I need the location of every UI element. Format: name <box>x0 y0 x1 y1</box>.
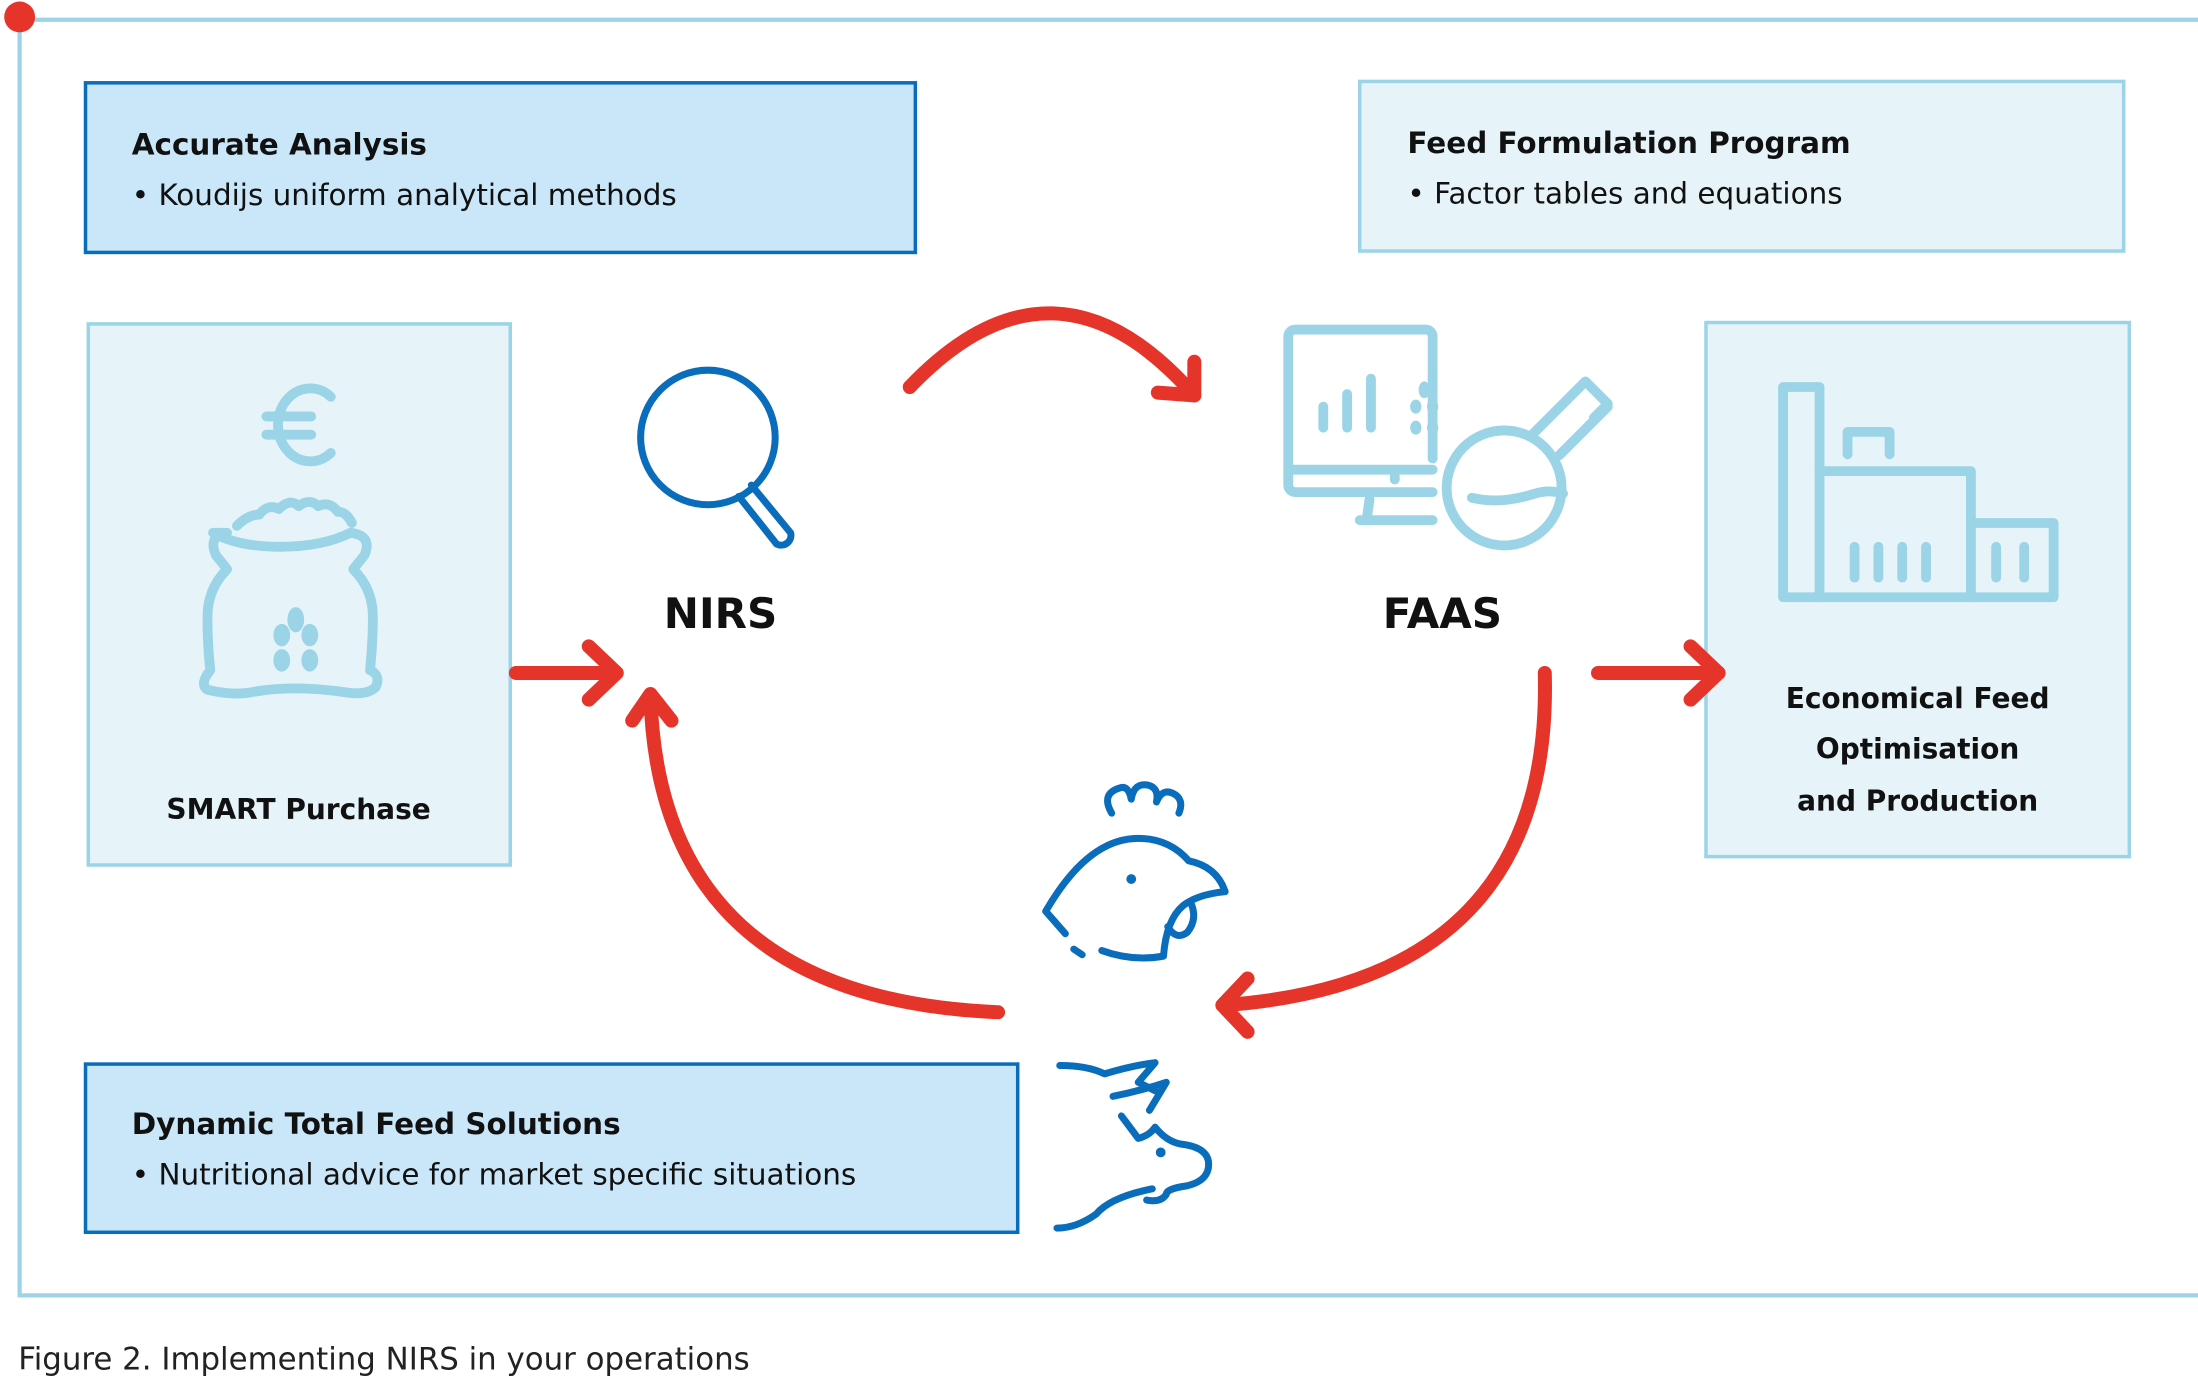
grain-sack-icon <box>199 497 383 699</box>
economical-feed-box: Economical Feed Optimisation and Product… <box>1704 320 2132 859</box>
euro-icon <box>261 383 336 467</box>
outer-frame <box>17 17 2198 1298</box>
economical-label-line-2: Optimisation <box>1816 732 2019 765</box>
arrow-nirs-to-faas <box>902 306 1202 403</box>
factory-icon <box>1778 382 2059 603</box>
chicken-icon <box>1042 781 1229 962</box>
monitor-chart-icon <box>1283 324 1439 526</box>
faas-node: FAAS <box>1283 324 1613 638</box>
flask-icon <box>1441 376 1613 551</box>
faas-label: FAAS <box>1383 589 1502 638</box>
arrow-smart-to-nirs <box>508 639 624 707</box>
dynamic-feed-title: Dynamic Total Feed Solutions <box>132 1107 621 1141</box>
nirs-node: NIRS <box>637 366 795 638</box>
figure-caption: Figure 2. Implementing NIRS in your oper… <box>18 1342 750 1378</box>
smart-purchase-box: SMART Purchase <box>86 322 513 867</box>
pig-icon <box>1053 1059 1213 1232</box>
arrow-faas-to-livestock <box>1215 665 1552 1039</box>
dynamic-feed-bullet: • Nutritional advice for market specific… <box>132 1158 857 1192</box>
feed-formulation-box: Feed Formulation Program • Factor tables… <box>1357 79 2126 253</box>
frame-corner-marker <box>4 1 36 33</box>
feed-formulation-title: Feed Formulation Program <box>1407 126 1850 160</box>
accurate-analysis-title: Accurate Analysis <box>132 127 427 161</box>
arrow-faas-to-economical <box>1591 639 1726 707</box>
nirs-label: NIRS <box>664 589 778 638</box>
economical-label-line-3: and Production <box>1797 784 2038 817</box>
economical-label-line-1: Economical Feed <box>1786 682 2050 715</box>
arrow-livestock-to-nirs <box>625 686 1006 1020</box>
dynamic-feed-box: Dynamic Total Feed Solutions • Nutrition… <box>83 1062 1020 1235</box>
smart-purchase-label: SMART Purchase <box>166 793 430 826</box>
accurate-analysis-bullet: • Koudijs uniform analytical methods <box>132 178 677 212</box>
feed-formulation-bullet: • Factor tables and equations <box>1407 176 1842 210</box>
accurate-analysis-box: Accurate Analysis • Koudijs uniform anal… <box>83 81 918 255</box>
magnifier-icon <box>637 366 795 549</box>
